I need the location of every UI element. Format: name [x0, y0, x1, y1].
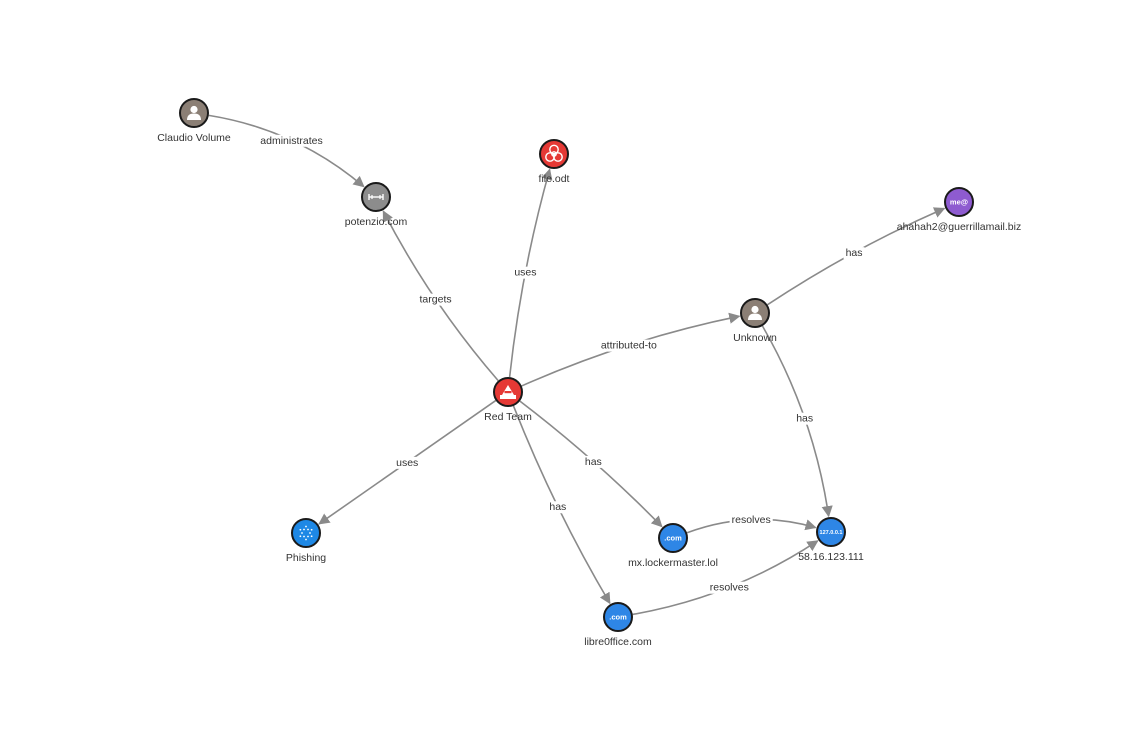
- edge-line: [208, 114, 365, 188]
- node-ip[interactable]: 127.0.0.1 58.16.123.111: [798, 517, 864, 563]
- hacker-icon: [500, 385, 516, 399]
- edge-label-background: [729, 514, 773, 527]
- edge-label-background: [417, 293, 454, 306]
- edge-label-background: [258, 134, 325, 147]
- infrastructure-icon: [368, 194, 384, 200]
- edge-label: targets: [420, 294, 452, 306]
- node-label: Red Team: [484, 411, 532, 423]
- edge-label-background: [794, 412, 816, 425]
- edge-label: has: [846, 247, 863, 259]
- node-libre[interactable]: .com libre0ffice.com: [584, 602, 652, 648]
- edge-unknown-ahahah[interactable]: has: [767, 207, 946, 306]
- node-claudio[interactable]: Claudio Volume: [157, 98, 231, 144]
- svg-text:.com: .com: [664, 534, 682, 543]
- svg-text:.com: .com: [609, 613, 627, 622]
- edge-redteam-unknown[interactable]: attributed-to: [521, 312, 741, 387]
- node-ahahah[interactable]: me@ ahahah2@guerrillamail.biz: [897, 187, 1021, 233]
- person-icon: [187, 105, 201, 120]
- edge-mx-ip[interactable]: resolves: [686, 514, 817, 534]
- edge-label: uses: [514, 267, 536, 279]
- domain-icon: .com: [664, 534, 682, 543]
- edge-label: resolves: [732, 514, 771, 526]
- edge-label: uses: [396, 457, 418, 469]
- email-icon: me@: [950, 198, 968, 207]
- node-label: ahahah2@guerrillamail.biz: [897, 221, 1021, 233]
- node-label: Phishing: [286, 552, 326, 564]
- edge-label-background: [582, 455, 604, 468]
- node-phishing[interactable]: Phishing: [286, 518, 326, 564]
- edge-redteam-fileodt[interactable]: uses: [508, 168, 553, 378]
- edge-redteam-potenzio[interactable]: targets: [382, 210, 499, 382]
- svg-text:me@: me@: [950, 198, 968, 207]
- edge-label-background: [512, 266, 539, 279]
- node-circle: [291, 518, 321, 548]
- edge-label: has: [585, 456, 602, 468]
- node-fileodt[interactable]: file.odt: [539, 139, 570, 185]
- edge-label-background: [547, 501, 569, 514]
- edges-layer: administrates targets uses attributed-to has…: [208, 114, 946, 616]
- edge-libre-ip[interactable]: resolves: [632, 540, 819, 616]
- node-circle: [603, 602, 633, 632]
- edge-line: [632, 540, 819, 616]
- edge-label-background: [707, 581, 751, 594]
- node-label: mx.lockermaster.lol: [628, 557, 718, 569]
- node-label: Claudio Volume: [157, 132, 231, 144]
- node-circle: [816, 517, 846, 547]
- domain-icon: .com: [609, 613, 627, 622]
- biohazard-icon: [545, 144, 563, 162]
- edge-label: administrates: [260, 135, 322, 147]
- node-label: potenzio.com: [345, 216, 408, 228]
- node-unknown[interactable]: Unknown: [733, 298, 777, 344]
- node-redteam[interactable]: Red Team: [484, 377, 532, 423]
- edge-redteam-phishing[interactable]: uses: [318, 399, 497, 525]
- attack-pattern-icon: [299, 525, 313, 541]
- svg-text:127.0.0.1: 127.0.0.1: [820, 530, 843, 536]
- edge-unknown-ip[interactable]: has: [761, 325, 833, 518]
- node-label: Unknown: [733, 332, 777, 344]
- edge-label: resolves: [710, 582, 749, 594]
- node-circle: [658, 523, 688, 553]
- edge-claudio-potenzio[interactable]: administrates: [208, 114, 365, 188]
- node-potenzio[interactable]: potenzio.com: [345, 182, 408, 228]
- ip-address-icon: 127.0.0.1: [820, 530, 843, 536]
- edge-label-background: [394, 456, 421, 469]
- edge-label: has: [796, 413, 813, 425]
- person-icon: [748, 305, 762, 320]
- node-label: 58.16.123.111: [798, 551, 864, 563]
- edge-label: has: [549, 501, 566, 513]
- edge-label-background: [598, 339, 660, 352]
- edge-redteam-libre[interactable]: has: [512, 405, 611, 605]
- node-label: file.odt: [539, 173, 570, 185]
- nodes-layer: Claudio Volume potenzio.com file.odt me@ aha…: [157, 98, 1021, 648]
- node-label: libre0ffice.com: [584, 636, 652, 648]
- edge-redteam-mx[interactable]: has: [519, 400, 663, 528]
- node-mx[interactable]: .com mx.lockermaster.lol: [628, 523, 718, 569]
- node-circle: [944, 187, 974, 217]
- edge-label: attributed-to: [601, 340, 657, 352]
- edge-label-background: [843, 247, 865, 260]
